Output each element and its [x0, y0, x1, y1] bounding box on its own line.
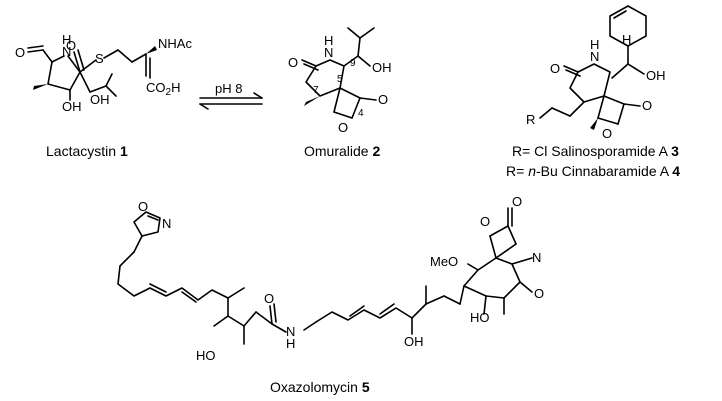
oxazole-n-label: N — [162, 216, 171, 231]
amide-nitrogen-label: N — [62, 44, 71, 59]
omuralide-n-label: N — [324, 45, 333, 60]
oxazolomycin-structure: O N HO O N H OH MeO O O N O HO Oxazolomy… — [117, 194, 544, 395]
omuralide-lactone-o-label: O — [378, 92, 388, 107]
oxa-lactone-o-label: O — [480, 214, 490, 229]
omuralide-nh-label: H — [324, 33, 333, 48]
thioester-oxygen-label: O — [66, 38, 76, 53]
ph-condition-label: pH 8 — [215, 81, 242, 96]
methoxy-label: MeO — [430, 254, 458, 269]
sulfur-label: S — [95, 51, 104, 66]
salino-nh-label: H — [590, 37, 599, 52]
amide-hydrogen-label: H — [62, 32, 71, 47]
oxa-lactam-o-label: O — [534, 286, 544, 301]
oxa-n-label: N — [532, 250, 541, 265]
position-9-label: 9 — [350, 58, 356, 69]
cinnabaramide-caption: R= n-Bu Cinnabaramide A 4 — [506, 163, 680, 179]
salino-oh-label: OH — [646, 68, 666, 83]
omuralide-structure: O N H OH O O 7 5 9 4 Omuralide 2 — [288, 27, 392, 159]
oxazole-o-label: O — [138, 199, 148, 214]
oxa-ho-label-a: HO — [196, 348, 216, 363]
carbonyl-oxygen-label: O — [15, 45, 25, 60]
equilibrium-arrow: pH 8 — [199, 81, 263, 110]
position-4-label: 4 — [358, 108, 364, 119]
hydroxyl-label-b: OH — [90, 92, 110, 107]
oxa-oh-label: OH — [404, 334, 424, 349]
position-7-label: 7 — [313, 85, 319, 96]
omuralide-carbonyl-o-label: O — [288, 55, 298, 70]
salino-carbonyl-o-label: O — [550, 61, 560, 76]
nhac-label: NHAc — [158, 36, 192, 51]
oxazolomycin-caption: Oxazolomycin 5 — [270, 379, 370, 395]
salino-lactone-o-label: O — [642, 98, 652, 113]
oxa-amide-o-label: O — [264, 291, 274, 306]
position-5-label: 5 — [337, 74, 343, 85]
omuralide-oh-label: OH — [372, 60, 392, 75]
oxa-amide-n-label: N — [286, 324, 295, 339]
oxa-amide-h-label: H — [286, 336, 295, 351]
carboxyl-label: CO2H — [146, 80, 180, 98]
oxa-carbonyl-o-label: O — [512, 194, 522, 209]
salino-n-label: N — [590, 49, 599, 64]
r-group-label: R — [526, 112, 535, 127]
salino-h-label: H — [622, 32, 631, 47]
lactacystin-structure: O N H O S NHAc CO2H OH OH Lactacystin 1 — [15, 32, 192, 159]
lactacystin-caption: Lactacystin 1 — [46, 143, 128, 159]
omuralide-ring-o-label: O — [338, 120, 348, 135]
hydroxyl-label-a: OH — [62, 99, 82, 114]
salinosporamide-structure: O N H H OH O O R R= Cl Salinosporamide A… — [506, 5, 680, 179]
omuralide-caption: Omuralide 2 — [304, 143, 380, 159]
salino-ring-o-label: O — [602, 126, 612, 141]
oxa-ho-label-b: HO — [470, 310, 490, 325]
salinosporamide-caption: R= Cl Salinosporamide A 3 — [512, 143, 679, 159]
